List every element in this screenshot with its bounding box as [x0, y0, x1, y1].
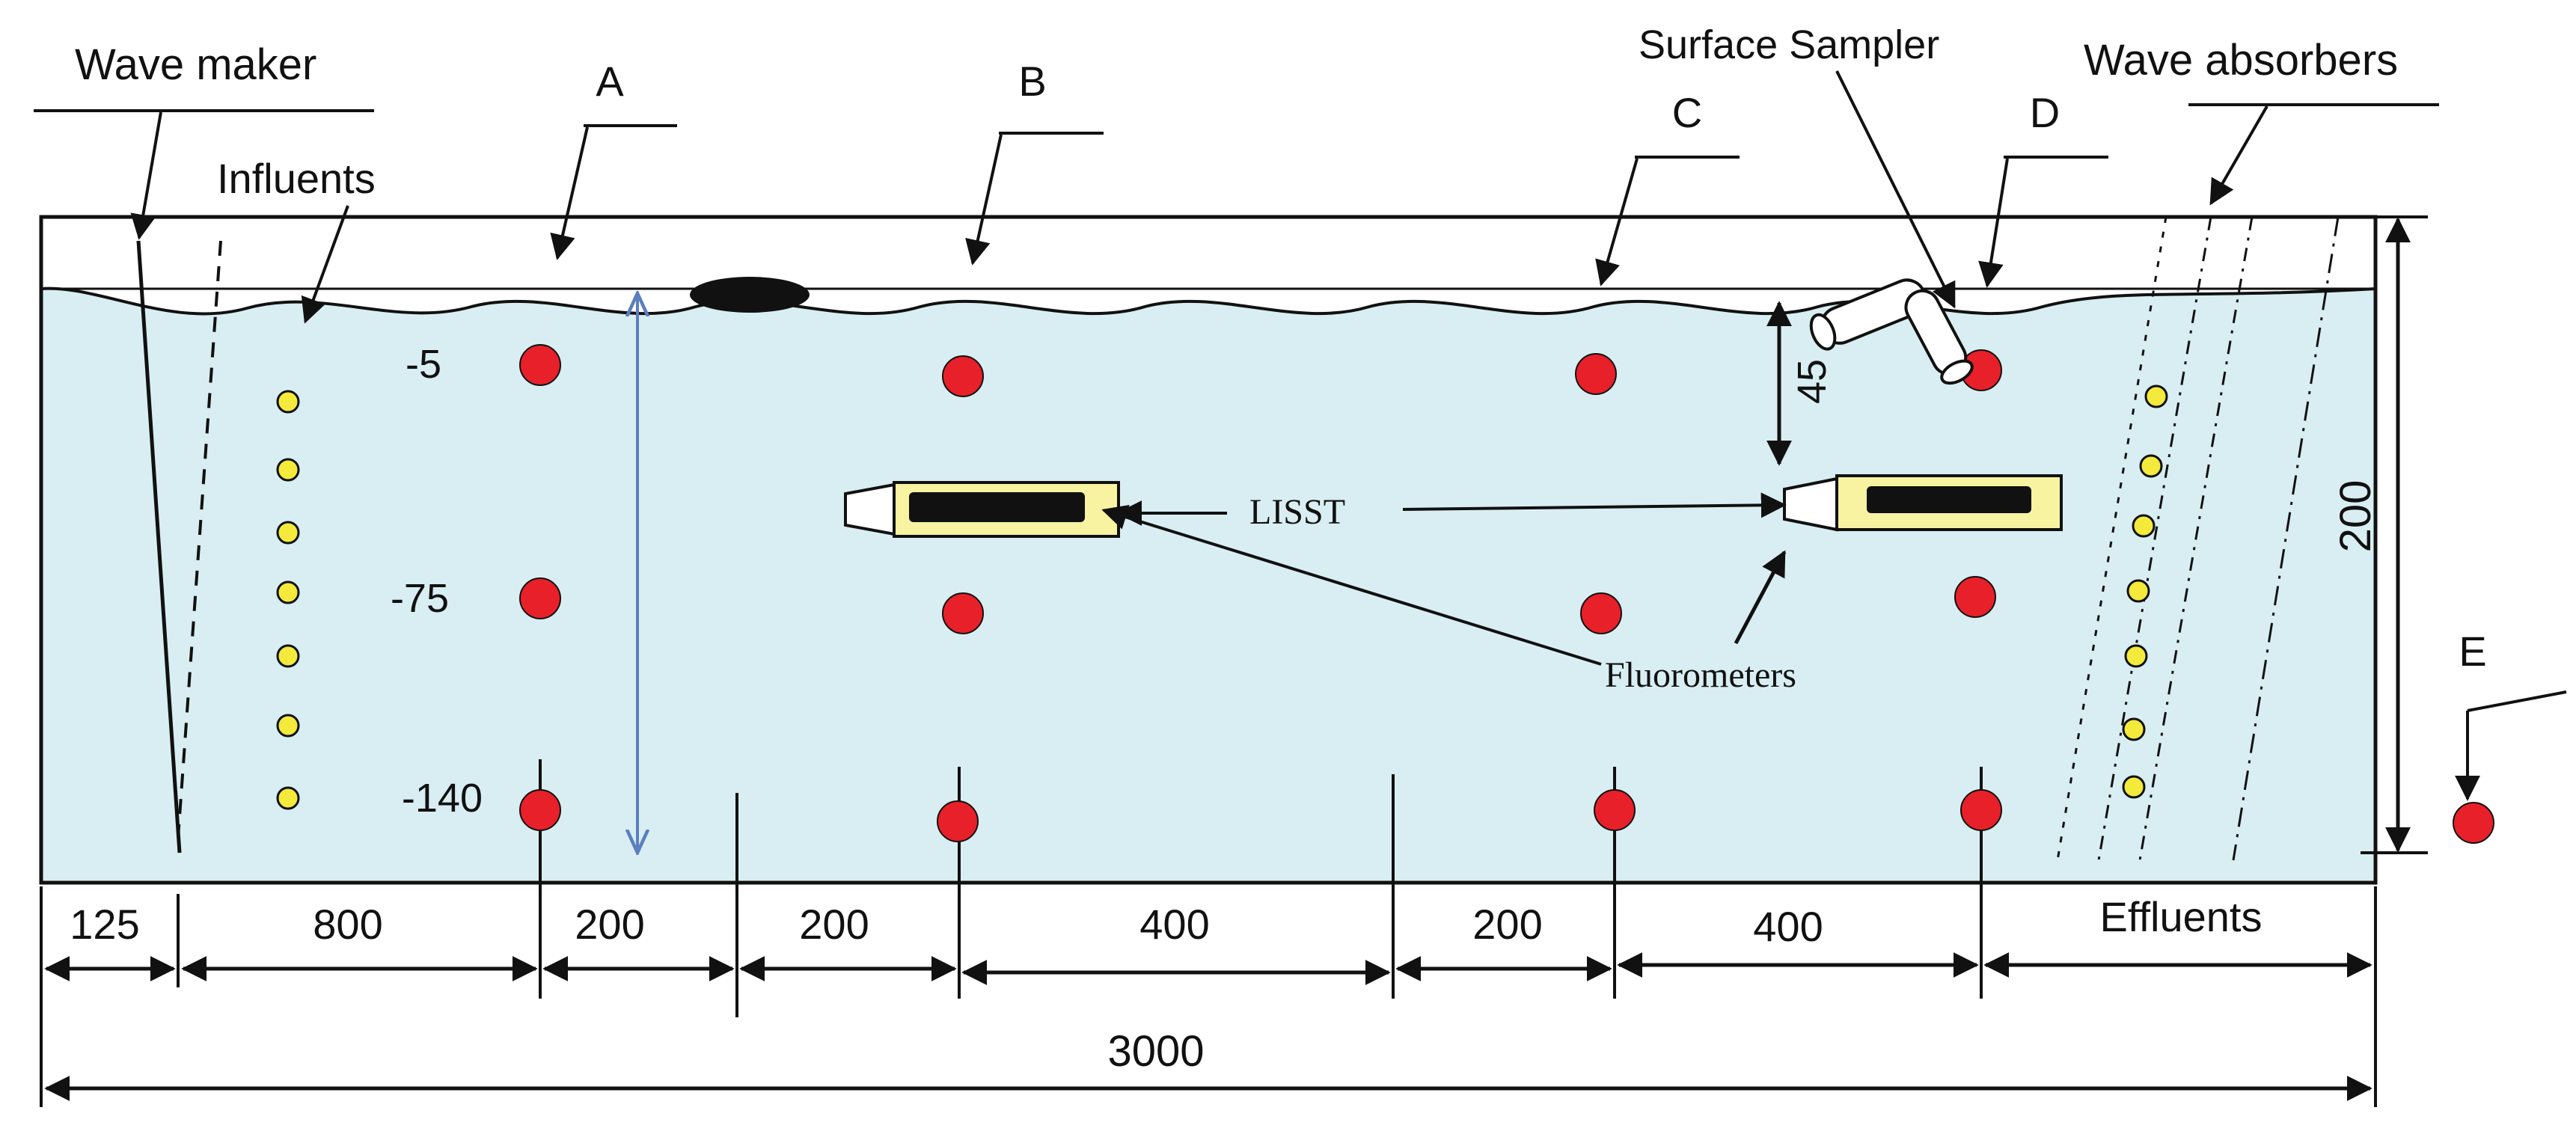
depth-bottom: -140 — [402, 776, 483, 821]
dim-label-200-a: 200 — [575, 901, 644, 948]
wave-maker: Wave maker — [34, 40, 374, 854]
sample-point — [519, 789, 561, 831]
station-c: C — [1575, 89, 1740, 999]
sample-point — [519, 577, 561, 619]
sample-point — [1594, 789, 1636, 831]
lisst-right — [1783, 474, 2063, 532]
horizontal-dimensions: 125 800 200 200 400 200 400 Effluents 30… — [40, 886, 2377, 1107]
influent-port — [276, 521, 300, 545]
influents-label: Influents — [217, 155, 376, 202]
station-d: D — [1954, 89, 2108, 999]
tank-outline — [39, 215, 2378, 885]
tank-depth-label: 200 — [2331, 480, 2380, 553]
sample-point — [1954, 576, 1996, 618]
wave-absorbers: Wave absorbers — [2056, 36, 2439, 861]
surface-sampler: Surface Sampler 45 — [1639, 22, 1974, 466]
sampler-tube-vertical — [1904, 289, 1974, 385]
lisst-label: LISST — [1249, 492, 1345, 532]
influent-port — [276, 458, 300, 482]
surface-sampler-label: Surface Sampler — [1639, 22, 1939, 67]
influent-port — [276, 644, 300, 668]
sample-point — [1960, 789, 2002, 831]
station-b: B — [937, 58, 1104, 999]
sample-point — [942, 592, 984, 634]
absorber-port — [2126, 579, 2150, 603]
station-e-label: E — [2459, 628, 2486, 675]
lisst-arrow-right — [1402, 492, 1787, 518]
dim-label-125: 125 — [70, 901, 139, 948]
sample-point — [942, 355, 984, 397]
sample-point — [519, 344, 561, 386]
station-a: A — [519, 58, 677, 999]
wave-maker-label: Wave maker — [75, 40, 316, 89]
sample-point — [1575, 353, 1617, 395]
effluents-label: Effluents — [2100, 893, 2263, 940]
station-b-label: B — [1018, 58, 1046, 105]
depth-middle: -75 — [391, 576, 449, 621]
wave-absorbers-label: Wave absorbers — [2084, 36, 2398, 85]
station-a-label: A — [596, 58, 624, 105]
absorber-port — [2144, 384, 2168, 408]
sampler-depth-label: 45 — [1790, 359, 1835, 404]
influent-port — [276, 786, 300, 810]
influents: Influents — [217, 155, 376, 810]
fluorometer-arrow-right — [1734, 550, 1787, 645]
station-d-label: D — [2030, 89, 2060, 136]
fluorometer-arrow-left — [1101, 504, 1602, 666]
dim-label-400-b: 400 — [1753, 903, 1823, 950]
sample-point — [2453, 802, 2494, 844]
lisst-left — [844, 481, 1120, 538]
influent-port — [276, 390, 300, 414]
floating-buoy — [690, 277, 810, 313]
dim-label-400-a: 400 — [1139, 901, 1209, 948]
influent-port — [276, 714, 300, 738]
depth-surface: -5 — [406, 342, 441, 387]
dim-label-800: 800 — [313, 901, 382, 948]
absorber-port — [2139, 454, 2163, 478]
station-c-label: C — [1672, 89, 1702, 136]
absorber-ports — [2122, 384, 2168, 799]
dim-label-200-b: 200 — [799, 901, 869, 948]
sample-point — [1580, 592, 1622, 634]
absorber-port — [2124, 644, 2148, 668]
absorber-port — [2122, 717, 2146, 741]
station-e: E — [2453, 628, 2567, 844]
depth-labels: -5 -75 -140 — [391, 342, 483, 821]
tank-depth-dimension: 200 — [2331, 217, 2411, 853]
absorber-port — [2122, 775, 2146, 799]
influent-ports — [276, 390, 300, 810]
fluorometers-label: Fluorometers — [1605, 655, 1796, 695]
sample-point — [937, 800, 979, 842]
absorber-port — [2132, 514, 2156, 538]
influent-port — [276, 580, 300, 604]
water-body — [41, 288, 2375, 883]
dim-label-3000: 3000 — [1107, 1027, 1204, 1076]
dim-label-200-c: 200 — [1472, 901, 1542, 948]
